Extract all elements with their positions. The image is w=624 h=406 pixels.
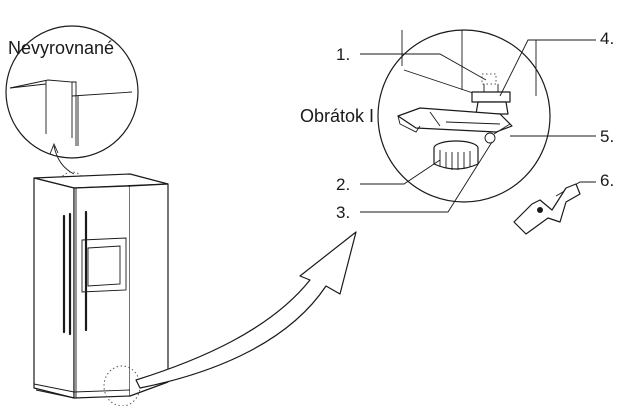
callout-6: 6. bbox=[600, 171, 614, 190]
leveling-foot-detail bbox=[377, 29, 551, 203]
turn-label: Obrátok I bbox=[300, 106, 374, 126]
wrench-icon bbox=[513, 183, 581, 235]
callout-labels: 1. 2. 3. 4. 5. 6. Obrátok I bbox=[300, 29, 614, 222]
callout-3: 3. bbox=[336, 203, 350, 222]
callout-4: 4. bbox=[600, 29, 614, 48]
uneven-doors-detail: Nevyrovnané bbox=[5, 25, 139, 159]
callout-leaders bbox=[360, 39, 596, 213]
uneven-label: Nevyrovnané bbox=[8, 38, 114, 58]
refrigerator-icon bbox=[33, 173, 169, 406]
callout-2: 2. bbox=[336, 175, 350, 194]
callout-5: 5. bbox=[600, 127, 614, 146]
curved-arrow-icon bbox=[135, 231, 357, 389]
callout-1: 1. bbox=[336, 45, 350, 64]
